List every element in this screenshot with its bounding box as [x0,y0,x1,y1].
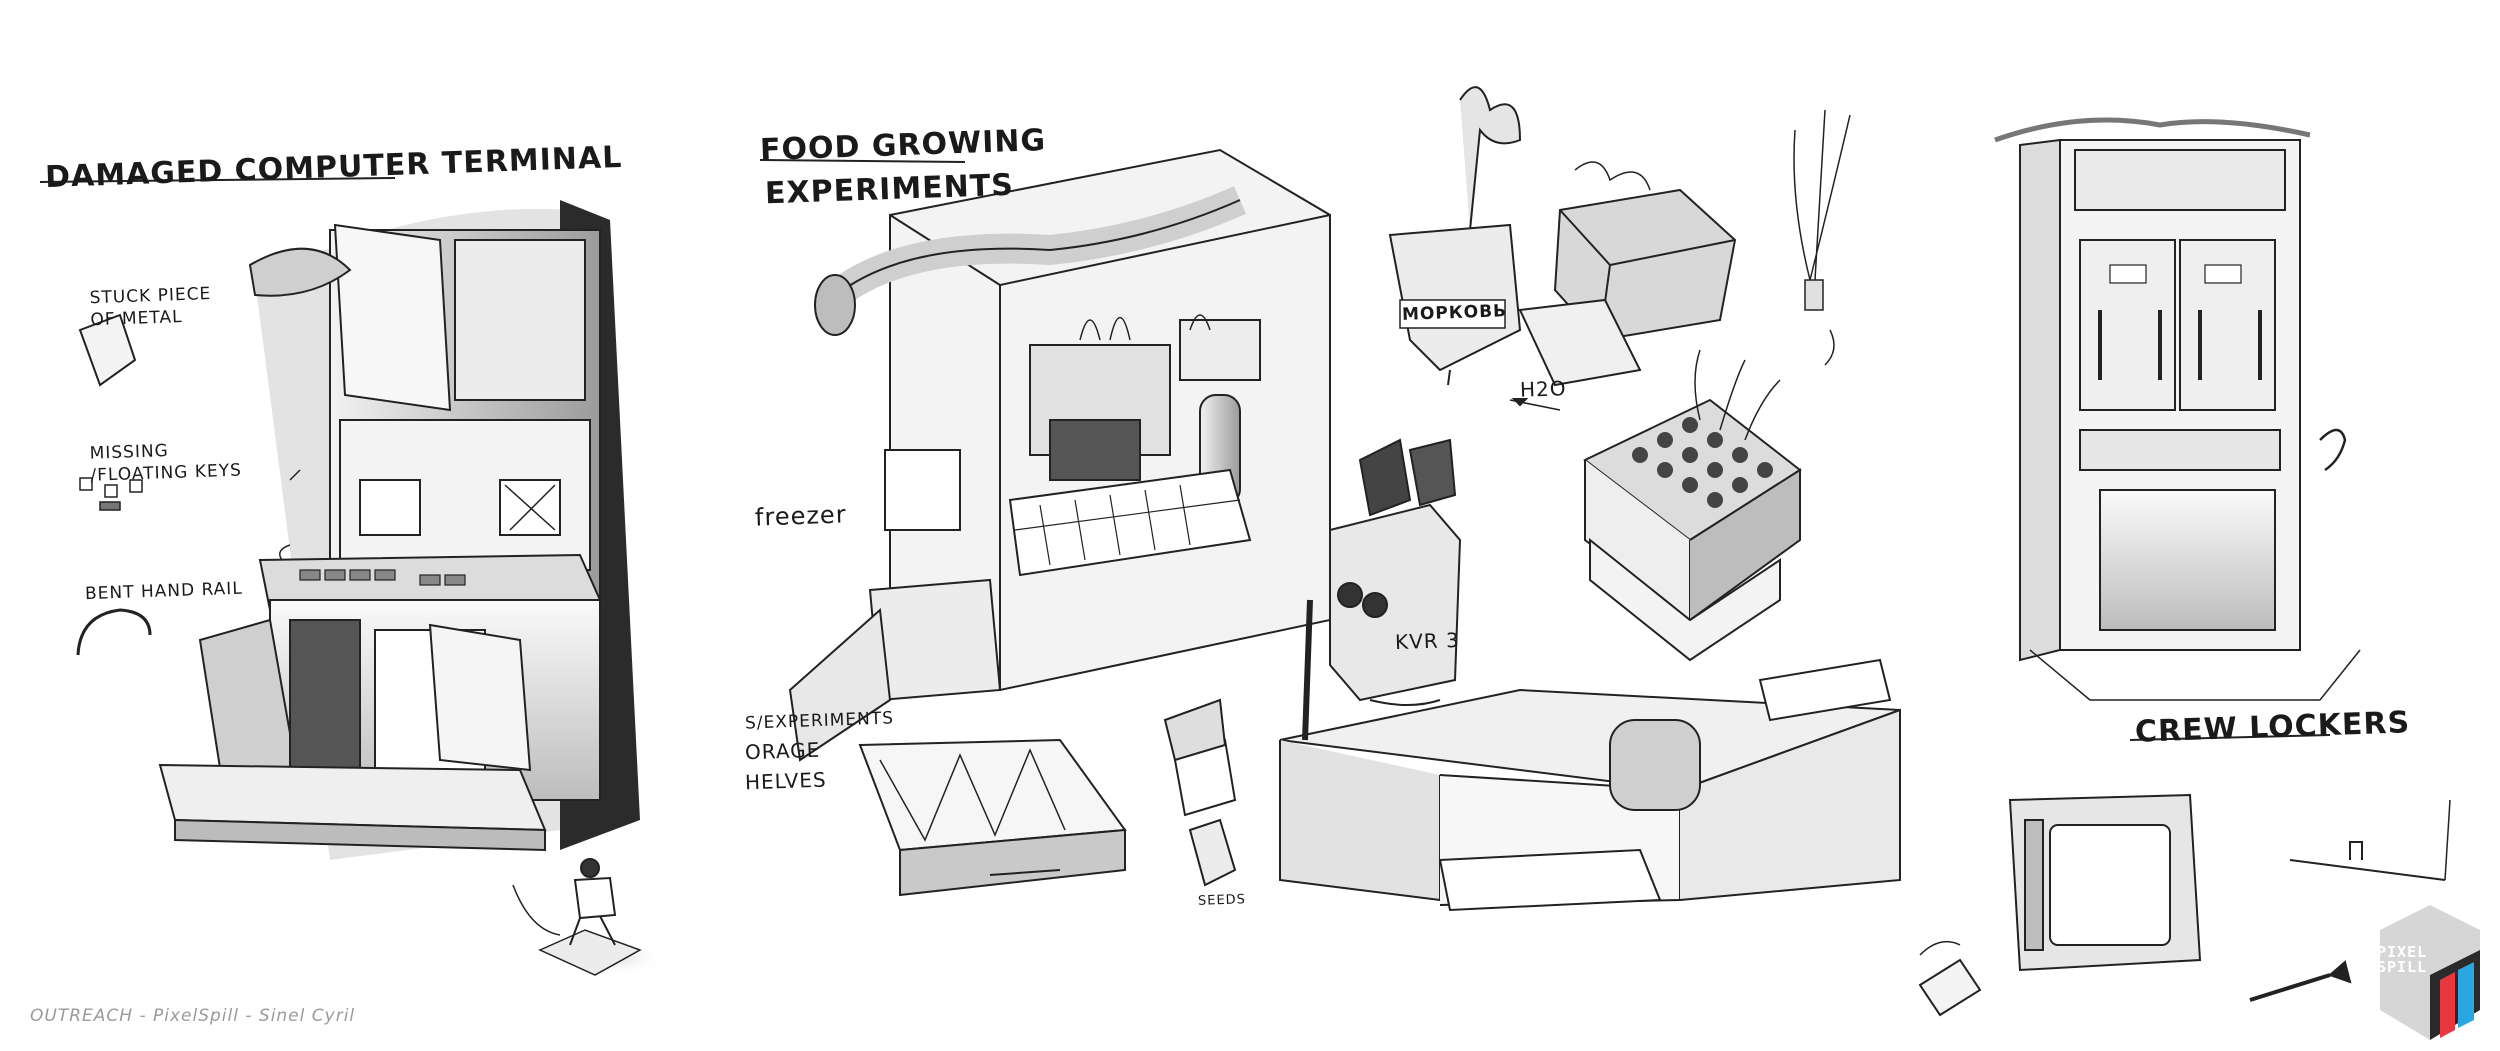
logo-text-line2: SPILL [2377,958,2428,976]
astronaut-figure [512,858,665,976]
rail-hook-detail [2249,799,2451,1002]
freezer-note: freezer [754,500,848,532]
pixelspill-logo [2380,905,2480,1040]
logo-text-line1: PIXEL [2377,943,2428,961]
food-growing-experiments [759,148,1331,762]
microscope-label: KVR 3 [1394,627,1461,655]
h2o-label: H2O [1519,376,1567,402]
seeds-label: seeds [1197,892,1247,909]
bent-rail-sketch [76,608,152,656]
storage-crate [858,698,1237,897]
seed-rack [1583,349,1802,662]
storage-note-line2: orage [744,737,821,765]
sprout-bag [1388,86,1561,411]
stuck-metal-note: Stuck piece of metal [89,284,212,331]
missing-keys-note: Missing /floating keys [89,441,243,486]
storage-note-line3: helves [744,767,828,795]
microscope-workstation [1279,438,1901,912]
stuck-metal-sketch [78,313,137,387]
crew-lockers [1994,117,2361,741]
growth-cassette [1518,161,1737,387]
footer-credit: OUTREACH - PixelSpill - Sinel Cyril [30,1006,356,1026]
locker-door-detail [1918,793,2202,1017]
damaged-computer-terminal [39,177,640,860]
floating-keys-sketch [79,477,143,511]
logo-text: PIXEL SPILL [2377,945,2427,975]
hanging-plant [1793,109,1851,366]
bag-label: МОРКОВЬ [1401,301,1508,325]
